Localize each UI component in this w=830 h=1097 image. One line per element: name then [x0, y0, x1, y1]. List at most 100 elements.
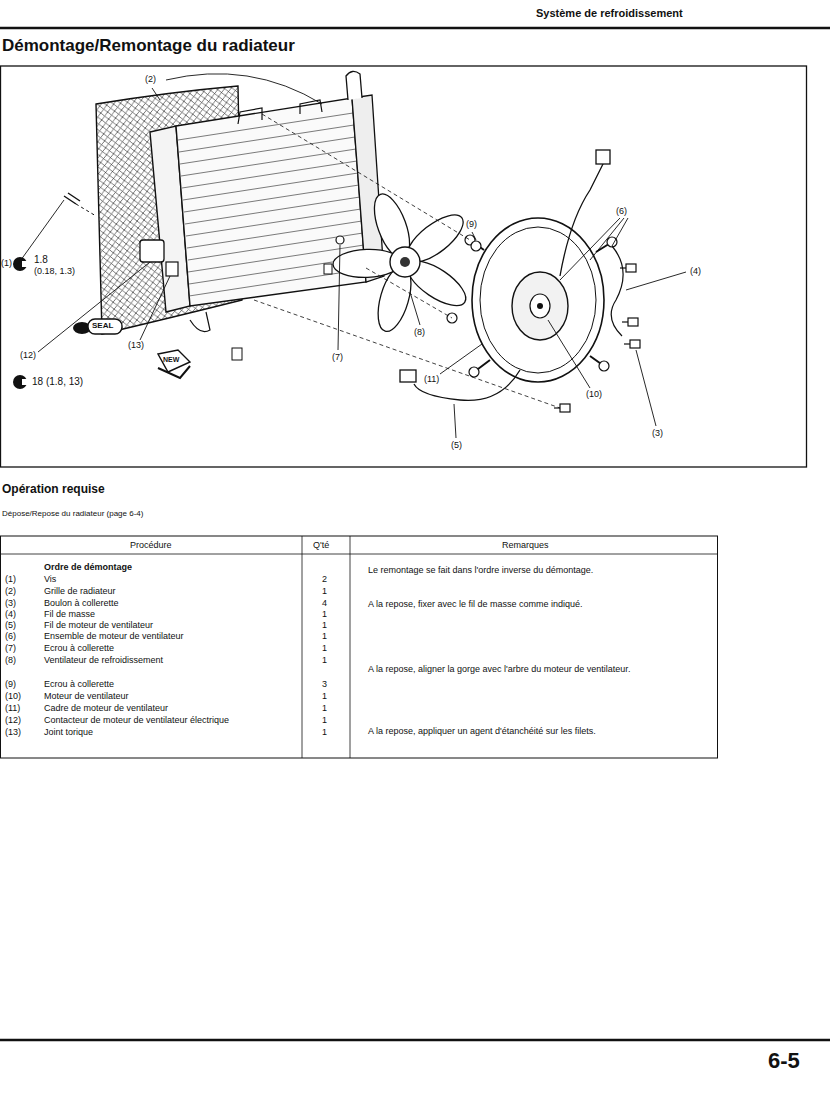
table-cell: (12) — [5, 715, 21, 725]
torque-value-wrap: 18 (1.8, 13) — [32, 376, 83, 388]
table-cell-wrap: Contacteur de moteur de ventilateur élec… — [44, 715, 229, 725]
procedure-table — [0, 536, 718, 758]
remark-cell-wrap: Le remontage se fait dans l'ordre invers… — [368, 565, 593, 575]
table-cell: Ventilateur de refroidissement — [44, 655, 163, 665]
table-cell-wrap: (12) — [5, 715, 21, 725]
table-cell: (9) — [5, 679, 16, 689]
callout-number-wrap: (8) — [414, 327, 425, 337]
callout-number-wrap: (12) — [20, 350, 36, 360]
callout-number-wrap: (9) — [466, 219, 477, 229]
table-cell-wrap: (2) — [5, 586, 16, 596]
table-cell: (13) — [5, 727, 21, 737]
table-cell-wrap: Joint torique — [44, 727, 93, 737]
remark-cell-wrap: A la repose, appliquer un agent d'étanch… — [368, 726, 596, 736]
table-cell-wrap: (11) — [5, 703, 20, 713]
fan-motor-frame — [465, 218, 617, 382]
flange-bolt — [554, 264, 640, 412]
remark-cell: Le remontage se fait dans l'ordre invers… — [368, 565, 593, 575]
table-header: Remarques — [502, 540, 549, 550]
callout-number: (10) — [586, 389, 602, 399]
table-header-wrap: Q'té — [313, 540, 329, 550]
table-cell: Vis — [44, 574, 56, 584]
table-cell-wrap: 1 — [322, 620, 327, 630]
table-cell: (1) — [5, 574, 16, 584]
callout-number: (3) — [652, 428, 663, 438]
icon-text: SEAL — [92, 321, 113, 330]
table-cell: 1 — [322, 620, 327, 630]
table-cell-wrap: (9) — [5, 679, 16, 689]
torque-value: (0.18, 1.3) — [34, 266, 75, 276]
table-cell-wrap: 1 — [322, 655, 327, 665]
table-cell: 1 — [322, 727, 327, 737]
table-cell: (4) — [5, 609, 16, 619]
torque-value: 1.8 — [34, 254, 48, 266]
table-cell-wrap: (4) — [5, 609, 16, 619]
table-cell: 1 — [322, 655, 327, 665]
table-cell-wrap: (7) — [5, 643, 16, 653]
callout-number-wrap: (4) — [690, 266, 701, 276]
remark-cell-wrap: A la repose, fixer avec le fil de masse … — [368, 599, 583, 609]
callout-number: (6) — [616, 206, 627, 216]
table-cell: 1 — [322, 586, 327, 596]
table-cell-wrap: (8) — [5, 655, 16, 665]
table-cell-wrap: 1 — [322, 609, 327, 619]
remark-cell: A la repose, aligner la gorge avec l'arb… — [368, 664, 668, 674]
table-header-wrap: Procédure — [130, 540, 172, 550]
table-cell-wrap: 3 — [322, 679, 327, 689]
table-cell: 1 — [322, 631, 327, 641]
table-cell-wrap: 4 — [322, 598, 327, 608]
table-cell: 1 — [322, 703, 327, 713]
table-cell-wrap: 1 — [322, 727, 327, 737]
callout-number: (1) — [1, 258, 12, 268]
callout-number-wrap: (7) — [332, 352, 343, 362]
fan-switch — [140, 240, 178, 276]
page-title-wrap: Démontage/Remontage du radiateur — [2, 36, 295, 56]
table-cell: Grille de radiateur — [44, 586, 116, 596]
table-cell-wrap: (10) — [5, 691, 21, 701]
table-cell: Contacteur de moteur de ventilateur élec… — [44, 715, 229, 725]
icon-text: NEW — [163, 356, 179, 364]
table-cell: Moteur de ventilateur — [44, 691, 129, 701]
table-cell: (11) — [5, 703, 20, 713]
section-header: Système de refroidissement — [536, 7, 683, 20]
table-cell-wrap: Cadre de moteur de ventilateur — [44, 703, 168, 713]
table-cell: (5) — [5, 620, 16, 630]
table-header: Q'té — [313, 540, 329, 550]
table-cell: 4 — [322, 598, 327, 608]
cooling-fan — [333, 190, 473, 336]
callout-number-wrap: (13) — [128, 340, 144, 350]
callout-number: (13) — [128, 340, 144, 350]
table-cell: (10) — [5, 691, 21, 701]
screw — [64, 193, 96, 216]
table-cell: 1 — [322, 691, 327, 701]
leader-line — [18, 74, 686, 438]
section-heading-wrap: Opération requise — [2, 483, 105, 497]
ground-wire — [611, 246, 623, 336]
callout-number: (12) — [20, 350, 36, 360]
table-cell-wrap: (5) — [5, 620, 16, 630]
alignment-line — [254, 114, 560, 408]
table-cell: Fil de masse — [44, 609, 95, 619]
remark-cell: A la repose, appliquer un agent d'étanch… — [368, 726, 596, 736]
new-part-icon — [158, 350, 190, 378]
callout-number: (11) — [424, 374, 439, 384]
table-cell-wrap: (1) — [5, 574, 16, 584]
callout-number-wrap: (2) — [145, 74, 156, 84]
table-cell-wrap: 1 — [322, 643, 327, 653]
table-cell-wrap: Ecrou à collerette — [44, 679, 114, 689]
table-cell: 1 — [322, 609, 327, 619]
callout-number: (5) — [451, 440, 462, 450]
table-cell: 1 — [322, 643, 327, 653]
table-cell-wrap: Ensemble de moteur de ventilateur — [44, 631, 184, 641]
callout-number: (2) — [145, 74, 156, 84]
table-cell-wrap: Fil de moteur de ventilateur — [44, 620, 153, 630]
table-cell-wrap: (6) — [5, 631, 16, 641]
table-cell-wrap: Ecrou à collerette — [44, 643, 114, 653]
table-cell: 3 — [322, 679, 327, 689]
page-number-wrap: 6-5 — [768, 1048, 800, 1073]
reference-note-wrap: Dépose/Repose du radiateur (page 6-4) — [2, 509, 143, 518]
icon-text-wrap: SEAL — [92, 321, 113, 330]
table-cell-wrap: Ventilateur de refroidissement — [44, 655, 163, 665]
torque-value-wrap: (0.18, 1.3) — [34, 266, 75, 276]
